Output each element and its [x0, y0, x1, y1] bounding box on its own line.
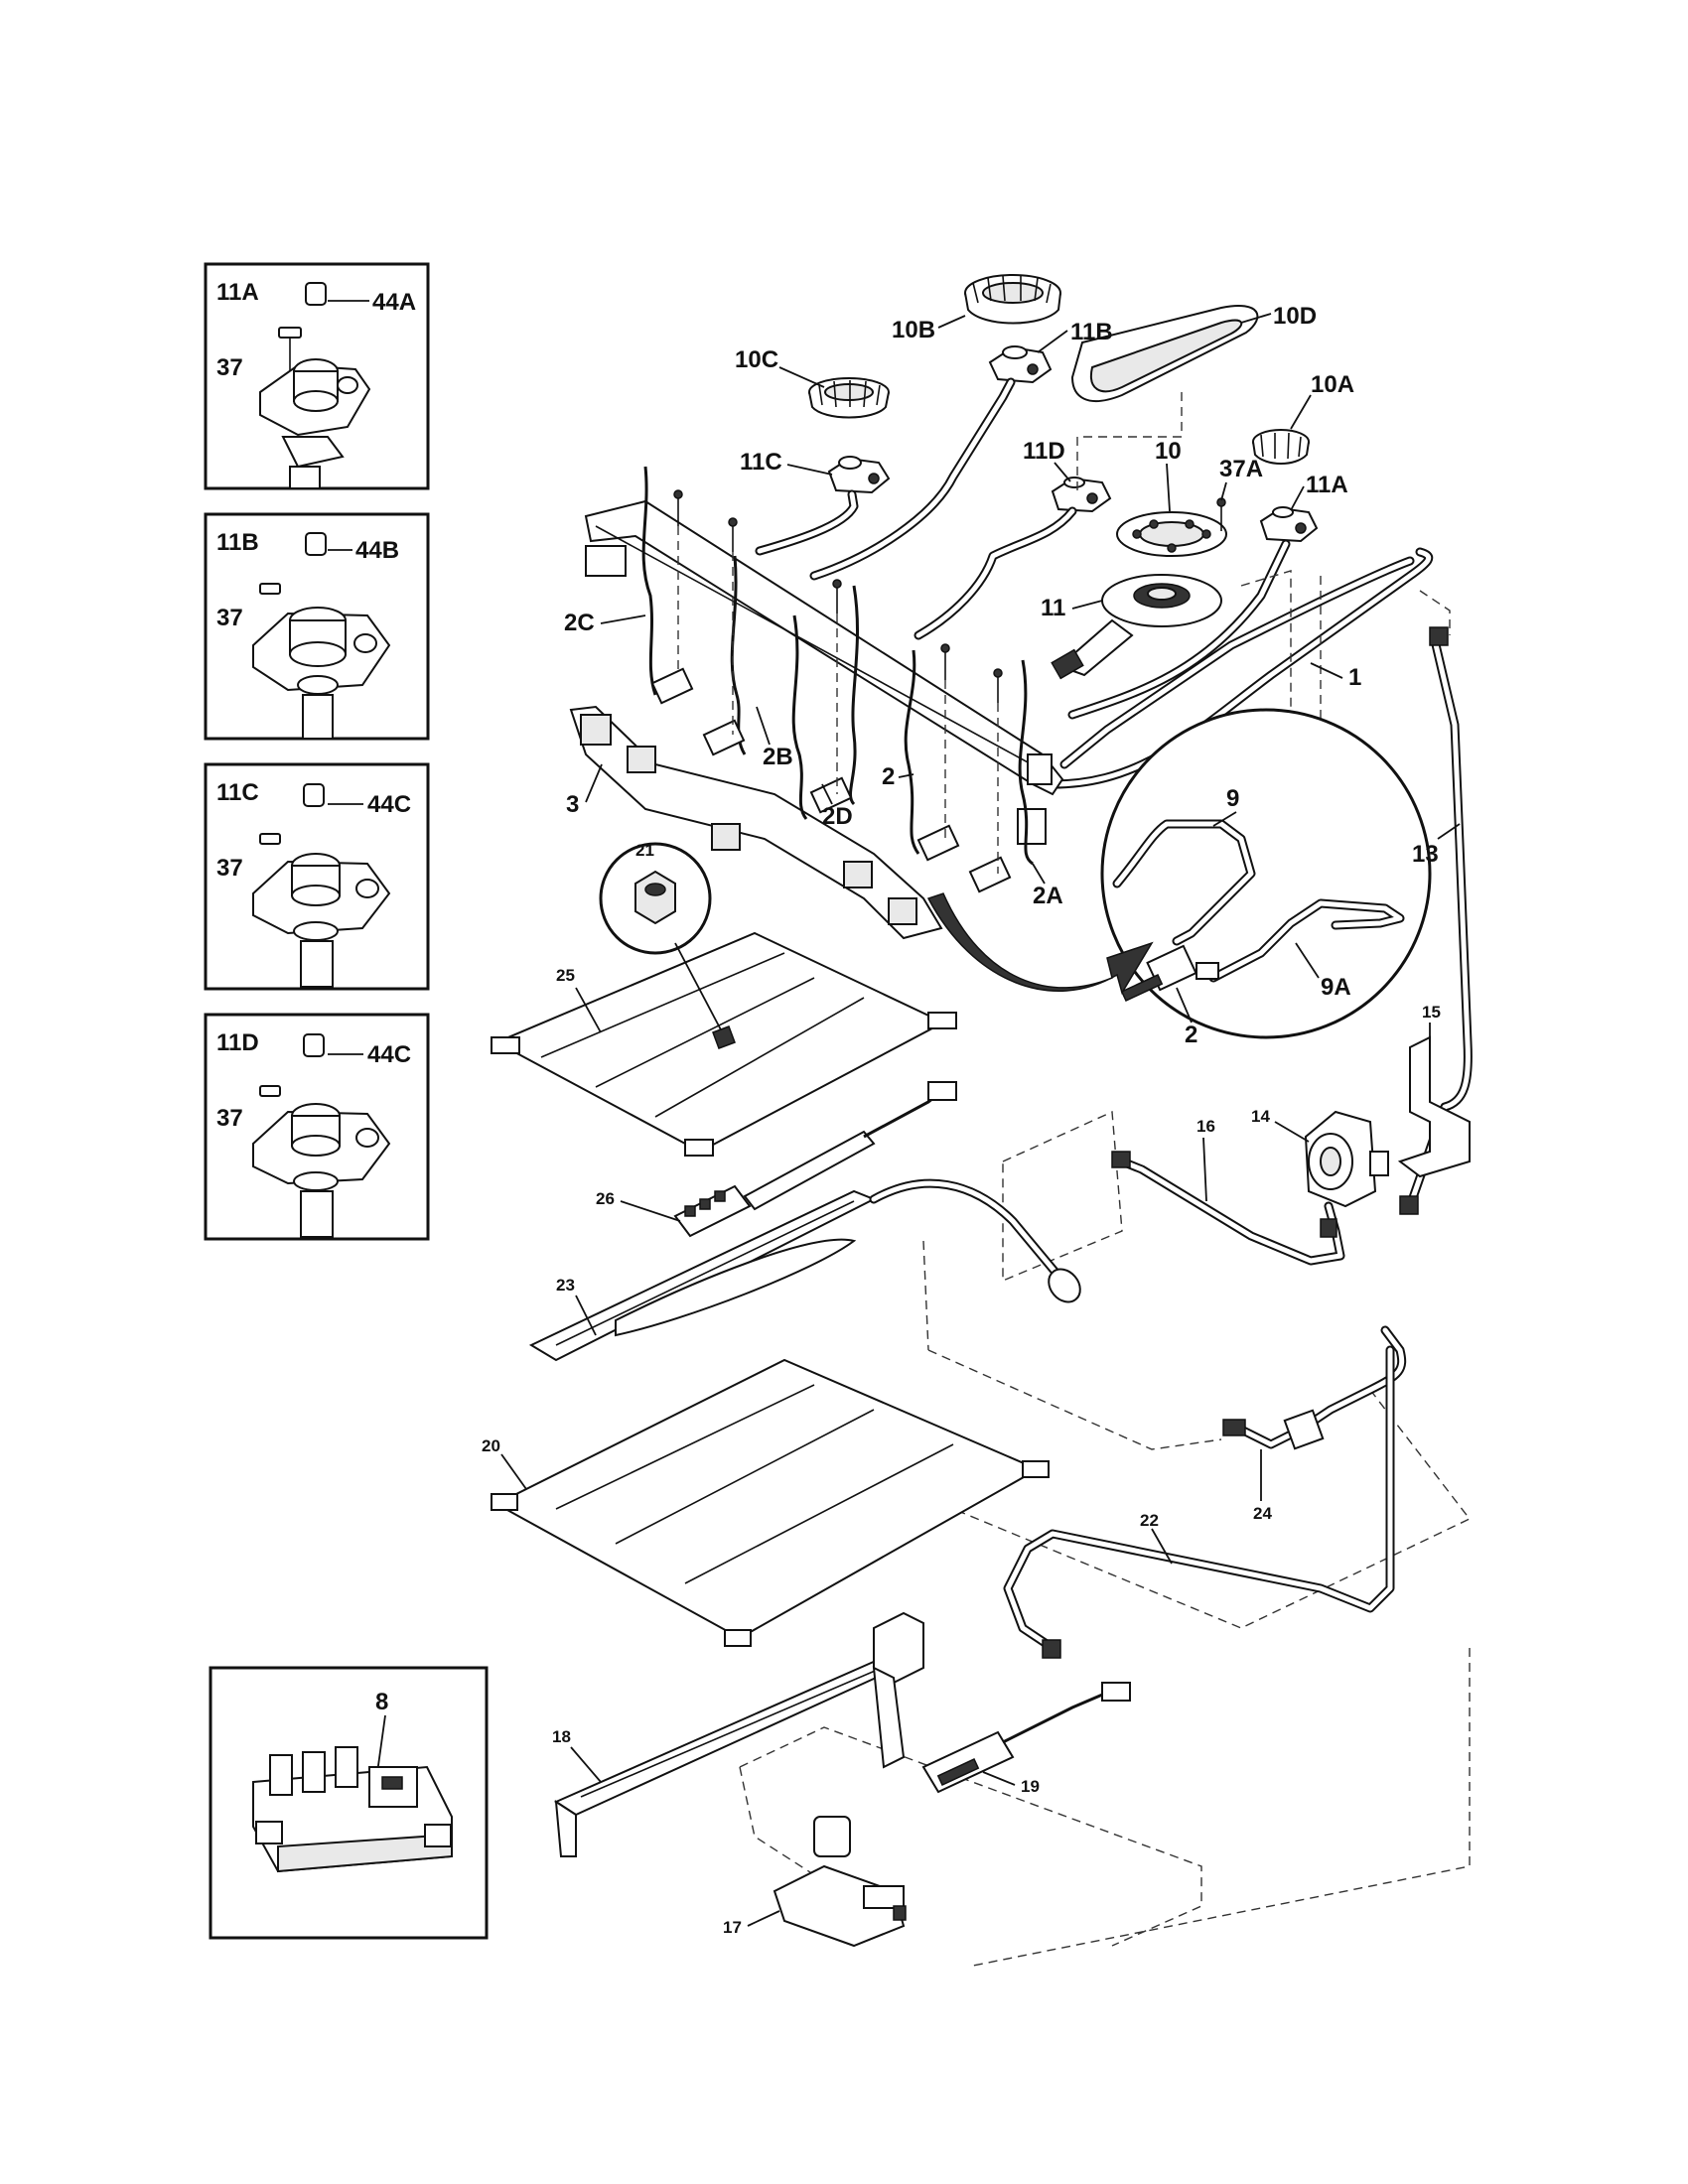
- broil-igniter-part-19: [921, 1682, 1131, 1794]
- panel-label-44c-d: 44C: [367, 1041, 411, 1068]
- callout-2: 2: [882, 763, 895, 790]
- callout-17: 17: [723, 1918, 742, 1937]
- callout-2d: 2D: [822, 803, 853, 830]
- griddle-burner-cap-10d: [1070, 305, 1259, 402]
- mounting-screws: [673, 489, 1226, 703]
- callout-3: 3: [566, 791, 579, 818]
- callout-1: 1: [1348, 664, 1361, 691]
- burner-head-11b: [988, 345, 1053, 384]
- burner-cap-10c: [808, 377, 890, 419]
- flame-spreader-part-20: [491, 1358, 1050, 1647]
- tube-part-16: [1111, 1151, 1345, 1266]
- callout-2a: 2A: [1033, 883, 1063, 909]
- inset-panel-11b: 11B 44B 37: [204, 512, 430, 741]
- panel-label-44a: 44A: [372, 289, 416, 316]
- callout-9a: 9A: [1321, 974, 1351, 1001]
- burner-cap-10b: [964, 274, 1061, 325]
- callout-26: 26: [596, 1189, 615, 1208]
- inset-panel-8: 8: [209, 1666, 489, 1940]
- panel-title-11a: 11A: [216, 279, 259, 306]
- callout-14: 14: [1251, 1107, 1270, 1126]
- nut-detail-part-21: [599, 842, 736, 1049]
- callout-10: 10: [1155, 438, 1182, 465]
- burner-head-11a: [1259, 506, 1319, 543]
- orifice-elbow-part-24: [1222, 1325, 1407, 1450]
- burner-head-11c: [827, 456, 891, 494]
- panel-label-37-a: 37: [216, 354, 243, 381]
- bracket-part-15: [1397, 1035, 1471, 1178]
- burner-head-11a-icon: [259, 282, 371, 489]
- burner-cap-10a: [1252, 429, 1310, 465]
- inset-panel-11c: 11C 44C 37: [204, 762, 430, 991]
- callout-10a: 10A: [1311, 371, 1354, 398]
- callout-21: 21: [635, 841, 654, 860]
- burner-head-11d-icon: [252, 1033, 391, 1238]
- callout-10c: 10C: [735, 346, 778, 373]
- burner-head-11c-icon: [252, 783, 391, 988]
- callout-2b: 2B: [763, 744, 793, 770]
- panel-label-37-b: 37: [216, 605, 243, 631]
- igniter-wires: [641, 466, 1034, 866]
- inset-panel-11a: 11A 44A 37: [204, 262, 430, 490]
- callout-19: 19: [1021, 1777, 1040, 1796]
- callout-11: 11: [1041, 595, 1065, 621]
- panel-label-44c: 44C: [367, 791, 411, 818]
- callout-11c: 11C: [740, 449, 782, 476]
- spark-module-icon: [252, 1746, 453, 1873]
- callout-11d: 11D: [1023, 438, 1065, 465]
- callout-16: 16: [1196, 1117, 1215, 1136]
- panel-label-37-d: 37: [216, 1105, 243, 1132]
- callout-24: 24: [1253, 1504, 1272, 1523]
- top-rail: [584, 499, 1064, 845]
- callout-11a: 11A: [1306, 472, 1348, 498]
- manifold-part-1: [1048, 547, 1434, 789]
- callout-labels: 10B 11B 10D 10C 10A 11C 11D 10 37A 11A 2…: [482, 303, 1461, 1937]
- detail-arrow-icon: [926, 892, 1154, 995]
- callout-15: 15: [1422, 1003, 1441, 1022]
- panel-label-8: 8: [375, 1689, 388, 1715]
- valve-detail-circle: [1100, 708, 1432, 1039]
- tube-part-13: [1399, 626, 1473, 1215]
- bake-igniter-part-26: [673, 1081, 957, 1238]
- callout-20: 20: [482, 1436, 500, 1455]
- burner-head-11b-icon: [252, 532, 391, 740]
- burner-box-rail-part-3: [569, 705, 943, 940]
- bake-burner-part-23: [528, 1178, 1081, 1362]
- broil-burner-part-18: [553, 1611, 924, 1857]
- callout-18: 18: [552, 1727, 571, 1746]
- callout-25: 25: [556, 966, 575, 985]
- callout-22: 22: [1140, 1511, 1159, 1530]
- panel-title-11c: 11C: [216, 779, 259, 806]
- panel-title-11b: 11B: [216, 529, 259, 556]
- callout-10d: 10D: [1273, 303, 1317, 330]
- callout-11b: 11B: [1070, 319, 1113, 345]
- panel-label-44b: 44B: [355, 537, 399, 564]
- callout-23: 23: [556, 1276, 575, 1295]
- burner-supply-tubes: [755, 377, 1291, 720]
- tube-part-22: [1003, 1345, 1395, 1659]
- callout-13: 13: [1412, 841, 1439, 868]
- callout-2c: 2C: [564, 610, 595, 636]
- panel-title-11d: 11D: [216, 1029, 259, 1056]
- pressure-regulator-part-14: [1304, 1110, 1389, 1208]
- burner-ring-10: [1116, 511, 1227, 557]
- oven-valve-part-17: [773, 1816, 907, 1948]
- inset-panel-11d: 11D 44C 37: [204, 1013, 430, 1241]
- panel-label-37-c: 37: [216, 855, 243, 882]
- callout-37a: 37A: [1219, 456, 1263, 482]
- callout-10b: 10B: [892, 317, 935, 343]
- burner-head-11d: [1051, 477, 1112, 513]
- callout-9: 9: [1226, 785, 1239, 812]
- center-burner-11: [1051, 574, 1222, 680]
- valves-on-manifold: [650, 667, 1012, 893]
- callout-2-detail: 2: [1185, 1022, 1197, 1048]
